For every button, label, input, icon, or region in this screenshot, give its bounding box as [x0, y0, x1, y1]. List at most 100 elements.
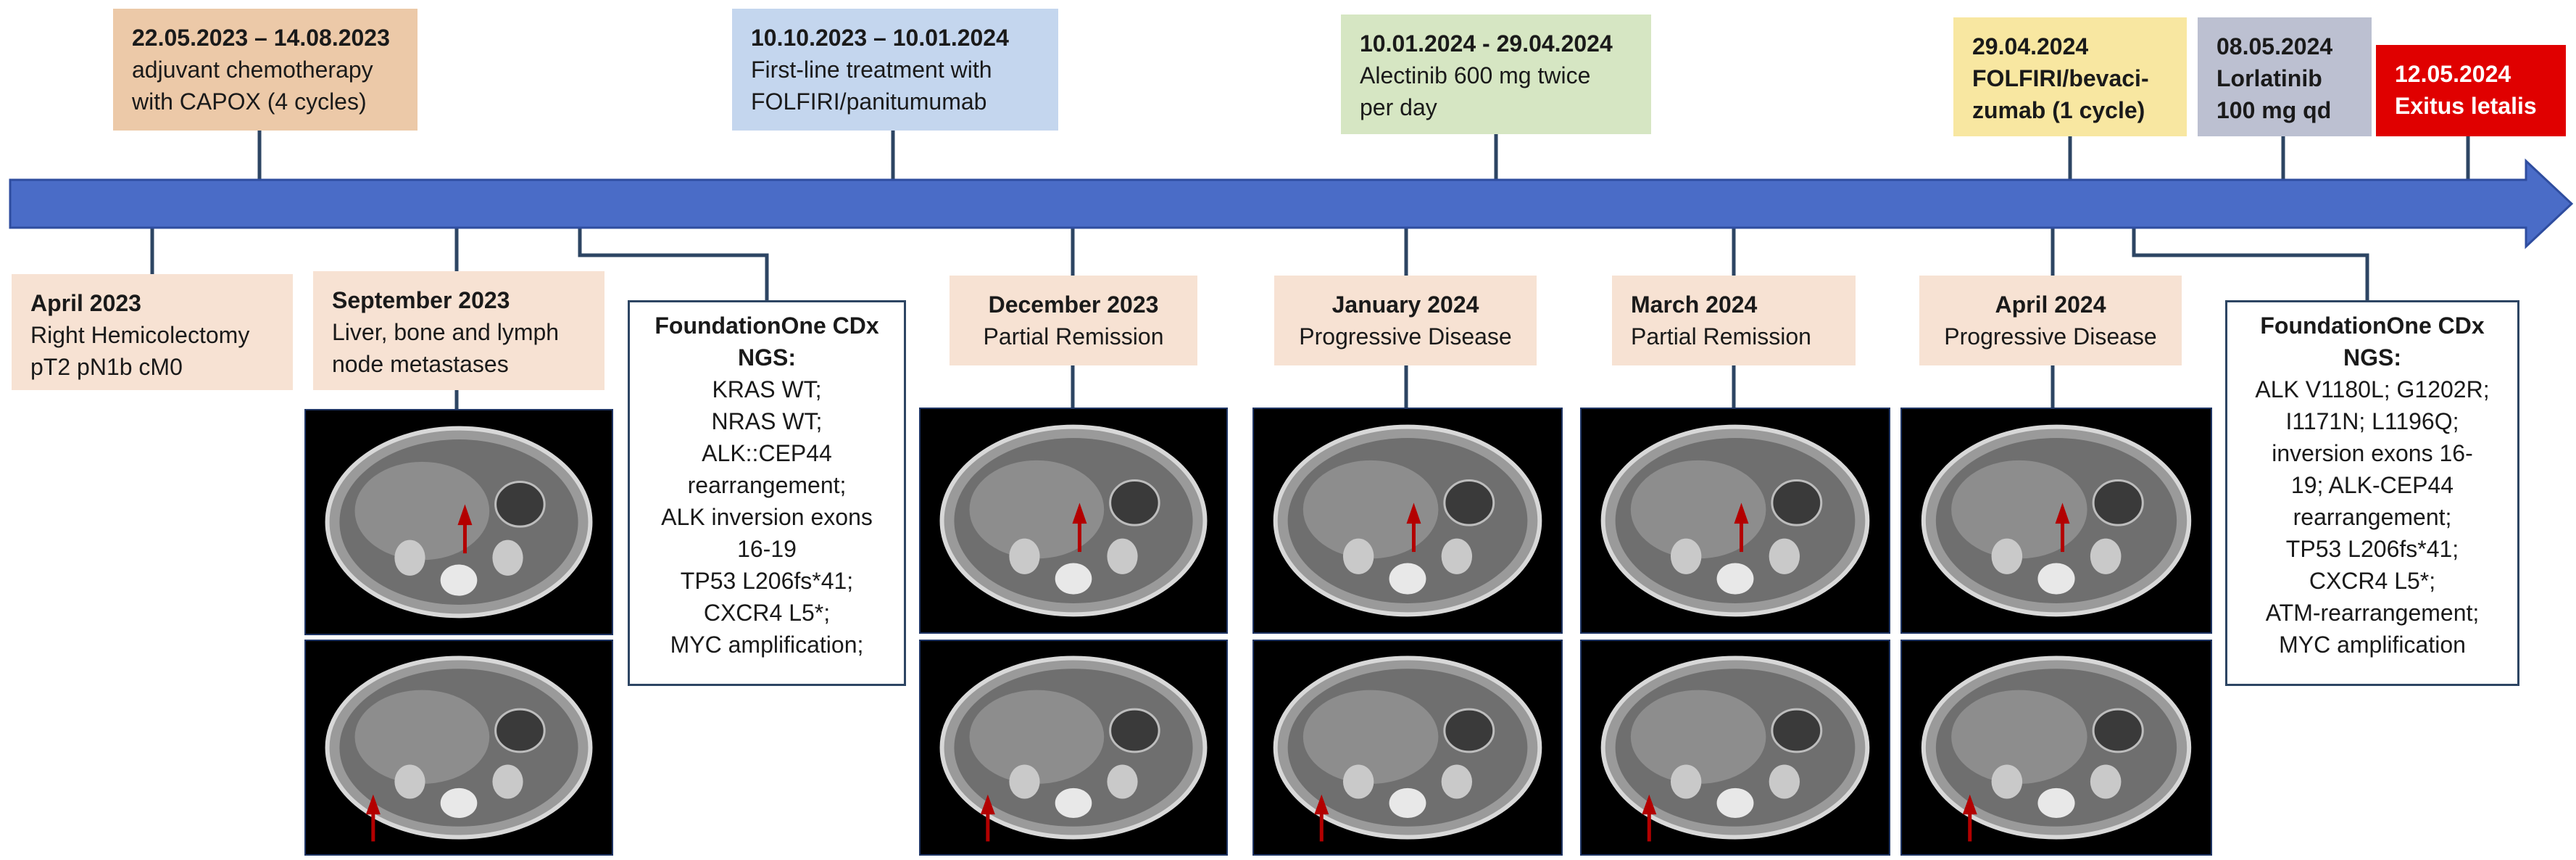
ngs-title: FoundationOne CDx NGS: — [655, 313, 879, 371]
liver-region — [1302, 460, 1439, 559]
ngs-result-line: ALK V1180L; G1202R; — [2255, 376, 2490, 402]
kidney — [1441, 538, 1473, 574]
event-title: September 2023 — [332, 287, 510, 313]
event-box-september-2023: September 2023 Liver, bone and lymph nod… — [313, 271, 604, 390]
lesion-marker-arrowhead — [2055, 503, 2070, 524]
kidney — [1009, 764, 1040, 799]
kidney — [2090, 764, 2122, 799]
spine — [2037, 787, 2075, 819]
kidney — [2090, 538, 2122, 574]
kidney — [394, 539, 425, 576]
bowel-loop — [1109, 708, 1160, 753]
ct-slice-drawing — [1921, 656, 2192, 842]
treatment-date: 22.05.2023 – 14.08.2023 — [132, 25, 390, 51]
treatment-date: 10.10.2023 – 10.01.2024 — [751, 25, 1009, 51]
ngs-box-second: FoundationOne CDx NGS: ALK V1180L; G1202… — [2225, 300, 2519, 686]
lesion-marker-arrowhead — [1314, 794, 1329, 815]
treatment-date: 10.01.2024 - 29.04.2024 — [1360, 30, 1613, 57]
connector-lines — [150, 131, 2470, 409]
ngs-result-line: ALK::CEP44 — [702, 440, 832, 466]
treatment-text-line: First-line treatment with — [751, 57, 992, 83]
ngs-result-line: CXCR4 L5*; — [2309, 568, 2436, 594]
event-text-line: Partial Remission — [983, 323, 1164, 350]
ngs-result-line: inversion exons 16- — [2272, 440, 2473, 466]
liver-region — [1951, 460, 2087, 559]
bowel-loop — [2092, 708, 2144, 753]
event-title: December 2023 — [988, 292, 1159, 318]
treatment-date: 29.04.2024 — [1972, 33, 2089, 59]
bowel-loop — [2092, 479, 2144, 526]
ct-slice-drawing — [325, 426, 593, 619]
ct-scan-image — [1580, 640, 1890, 856]
ct-scan-image — [304, 409, 613, 635]
treatment-box-alectinib: 10.01.2024 - 29.04.2024 Alectinib 600 mg… — [1341, 15, 1651, 134]
ct-slice-drawing — [1600, 424, 1870, 617]
treatment-text-line: FOLFIRI/panitumumab — [751, 88, 987, 115]
bowel-loop — [1443, 708, 1495, 753]
event-text-line: Partial Remission — [1631, 323, 1811, 350]
timeline-arrow — [9, 158, 2574, 249]
spine — [1389, 563, 1426, 595]
ct-scan-image — [1252, 408, 1563, 634]
treatment-text-line: with CAPOX (4 cycles) — [132, 88, 367, 115]
event-text-line: Progressive Disease — [1944, 323, 2157, 350]
kidney — [1342, 764, 1374, 799]
ct-scan-image — [919, 640, 1228, 856]
event-text-line: node metastases — [332, 351, 509, 377]
event-box-december-2023: December 2023 Partial Remission — [950, 276, 1197, 365]
spine — [1716, 787, 1754, 819]
ngs-result-line: NRAS WT; — [711, 408, 823, 434]
ngs-result-line: TP53 L206fs*41; — [2285, 536, 2459, 562]
bowel-loop — [494, 708, 546, 753]
ct-scan-image — [919, 408, 1228, 634]
treatment-box-lorlatinib: 08.05.2024 Lorlatinib 100 mg qd — [2198, 17, 2372, 136]
kidney — [1670, 538, 1702, 574]
connector-line — [578, 228, 769, 300]
kidney — [1009, 538, 1040, 574]
bowel-loop — [1771, 708, 1823, 753]
lesion-marker-arrowhead — [1072, 503, 1087, 524]
treatment-text-line: Lorlatinib — [2216, 65, 2322, 91]
connector-line — [2132, 228, 2369, 300]
ngs-result-line: rearrangement; — [687, 472, 847, 498]
liver-region — [1630, 460, 1766, 559]
liver-region — [1951, 690, 2087, 784]
lesion-marker-arrowhead — [365, 794, 381, 815]
event-text-line: pT2 pN1b cM0 — [30, 354, 183, 380]
ngs-result-line: ATM-rearrangement; — [2265, 600, 2480, 626]
bowel-loop — [1771, 479, 1823, 526]
spine — [440, 787, 478, 819]
treatment-date: 12.05.2024 — [2395, 61, 2511, 87]
lesion-marker-arrowhead — [980, 794, 995, 815]
event-text-line: Progressive Disease — [1299, 323, 1512, 350]
spine — [1389, 787, 1426, 819]
event-title: April 2024 — [1995, 292, 2106, 318]
ct-scan-image — [304, 640, 613, 856]
treatment-text-line: Exitus letalis — [2395, 93, 2537, 119]
event-box-april-2024: April 2024 Progressive Disease — [1919, 276, 2182, 365]
ct-scan-image — [1252, 640, 1563, 856]
ngs-result-line: KRAS WT; — [712, 376, 822, 402]
liver-region — [354, 461, 490, 561]
treatment-text-line: zumab (1 cycle) — [1972, 97, 2145, 123]
ct-slice-drawing — [1273, 656, 1542, 842]
bowel-loop — [494, 481, 546, 528]
liver-region — [969, 690, 1105, 784]
liver-region — [354, 690, 490, 784]
bowel-loop — [1109, 479, 1160, 526]
treatment-box-capox: 22.05.2023 – 14.08.2023 adjuvant chemoth… — [113, 9, 417, 131]
ct-slice-drawing — [1921, 424, 2192, 617]
spine — [1055, 787, 1092, 819]
ct-slice-drawing — [1600, 656, 1870, 842]
treatment-text-line: Alectinib 600 mg twice — [1360, 62, 1591, 88]
kidney — [1441, 764, 1473, 799]
ct-scan-image — [1900, 640, 2212, 856]
ngs-result-line: ALK inversion exons — [661, 504, 873, 530]
kidney — [1991, 764, 2023, 799]
event-box-january-2024: January 2024 Progressive Disease — [1274, 276, 1537, 365]
ngs-result-line: CXCR4 L5*; — [703, 600, 831, 626]
kidney — [1991, 538, 2023, 574]
lesion-marker-arrowhead — [1734, 503, 1749, 524]
treatment-box-folfiri-bevacizumab: 29.04.2024 FOLFIRI/bevaci- zumab (1 cycl… — [1953, 17, 2187, 136]
